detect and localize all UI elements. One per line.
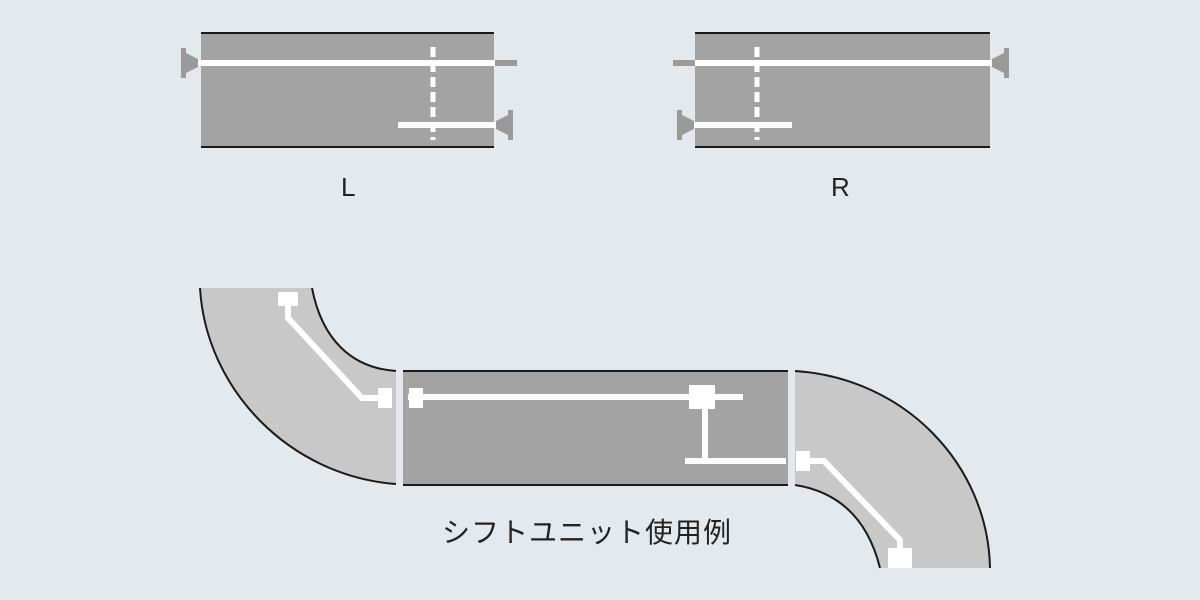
shift-unit-l bbox=[181, 32, 517, 148]
stopper-icon bbox=[992, 48, 1009, 78]
curve-edge-inner-left bbox=[311, 287, 397, 372]
rail-joint bbox=[378, 388, 392, 408]
stopper-icon bbox=[496, 110, 513, 140]
label-r: R bbox=[831, 172, 850, 202]
straight-track-center bbox=[403, 371, 788, 485]
curve-edge-inner-right bbox=[794, 484, 881, 569]
track-body-r bbox=[695, 33, 990, 147]
curve-edge-outer-right bbox=[794, 370, 991, 569]
shift-unit-r bbox=[673, 32, 1009, 148]
rail-joint bbox=[888, 548, 912, 568]
track-body-l bbox=[201, 33, 494, 147]
label-usage-example: シフトユニット使用例 bbox=[442, 516, 733, 549]
stopper-icon bbox=[677, 110, 694, 140]
curve-track-left bbox=[200, 288, 396, 484]
rail-joint bbox=[796, 451, 810, 471]
rail-joint bbox=[278, 292, 298, 306]
curve-track-right bbox=[795, 371, 990, 568]
label-l: L bbox=[341, 172, 356, 202]
usage-example bbox=[199, 287, 991, 569]
stopper-icon bbox=[181, 48, 198, 78]
rail-joint bbox=[409, 388, 423, 408]
left-curve-rail bbox=[285, 298, 386, 401]
curve-edge-outer-left bbox=[199, 287, 397, 485]
